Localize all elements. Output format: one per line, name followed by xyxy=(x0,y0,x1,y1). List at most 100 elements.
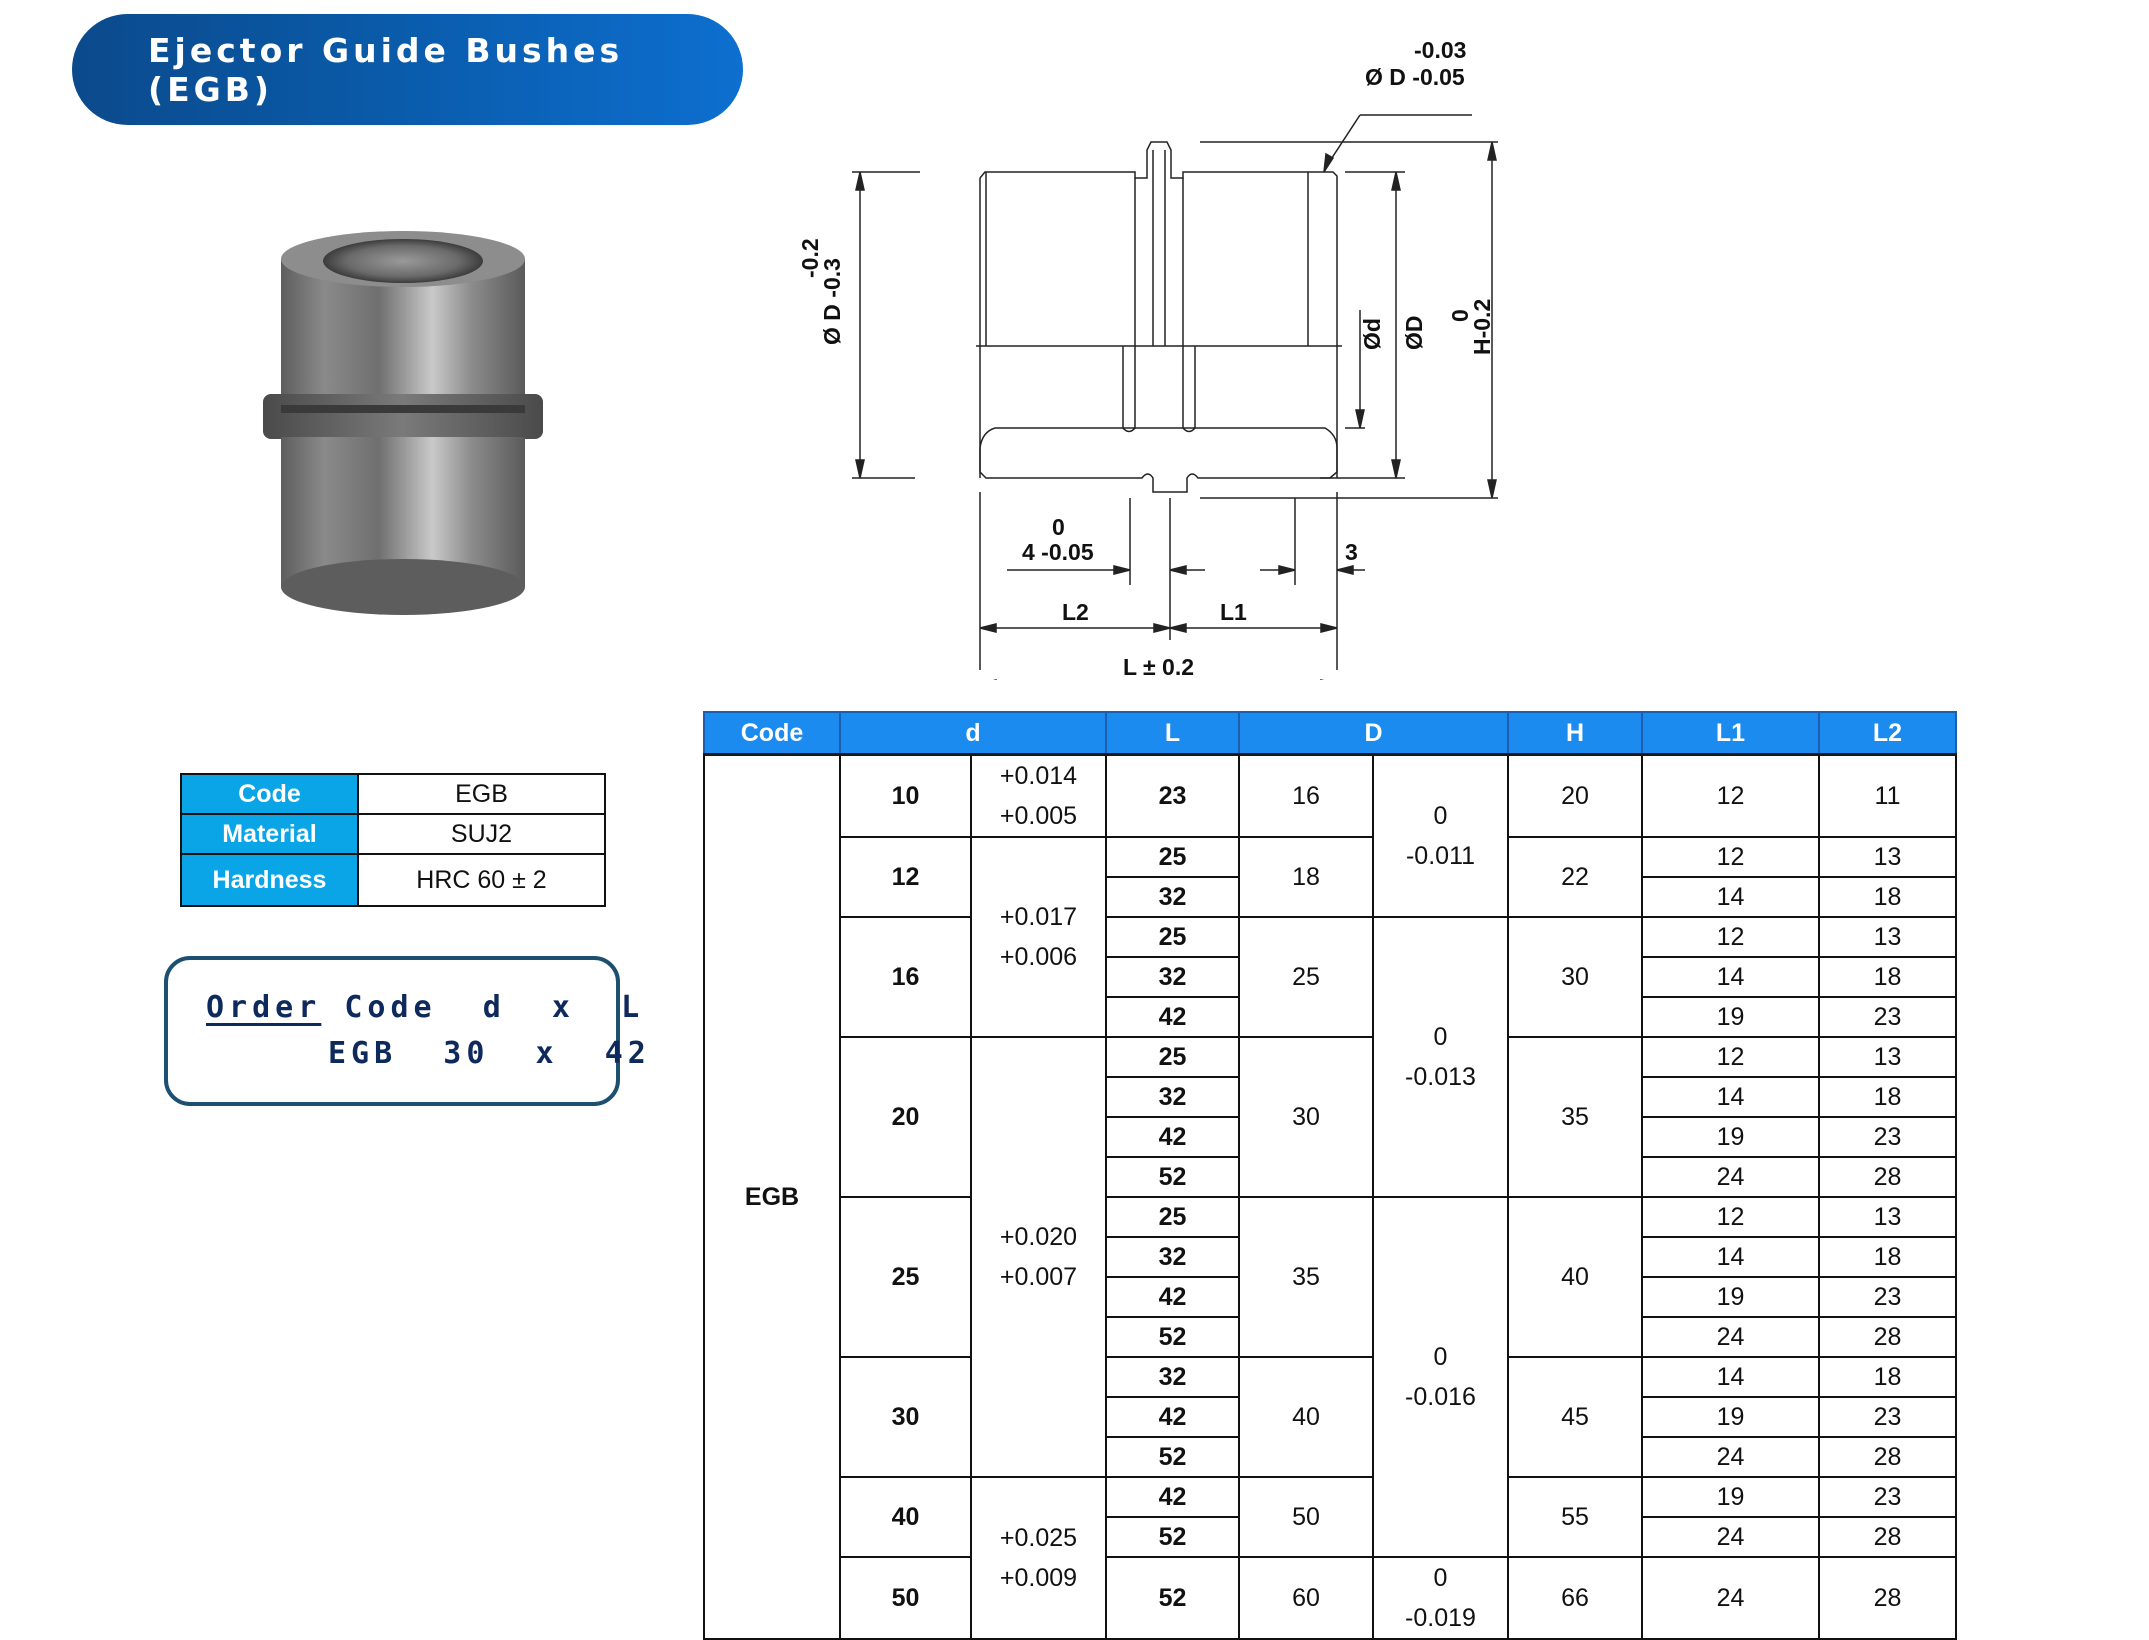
table-row: 12 +0.017+0.006 25 18 22 12 13 xyxy=(704,836,1957,1038)
groove-width-label: 4 -0.05 xyxy=(1022,539,1094,565)
table-row: 32 14 18 xyxy=(704,1236,1957,1278)
h-cell: 22 xyxy=(1507,836,1643,918)
header-d: d xyxy=(839,711,1107,756)
l2-cell: 23 xyxy=(1818,996,1957,1038)
spec-row-material: Material SUJ2 xyxy=(180,813,606,855)
l1-cell: 19 xyxy=(1641,1116,1820,1158)
l1-cell: 12 xyxy=(1641,1196,1820,1238)
D-cell: 35 xyxy=(1238,1196,1374,1358)
d-tol-cell: +0.020+0.007 xyxy=(970,1036,1107,1478)
d-tol-cell: +0.014+0.005 xyxy=(970,753,1107,838)
l-cell: 25 xyxy=(1105,836,1240,878)
l2-cell: 18 xyxy=(1818,956,1957,998)
table-row: 25 25 35 0-0.016 40 12 13 xyxy=(704,1196,1957,1558)
table-row: 32 14 18 xyxy=(704,876,1957,918)
table-row: 52 24 28 xyxy=(704,1316,1957,1358)
l2-cell: 28 xyxy=(1818,1156,1957,1198)
chamfer-label: 3 xyxy=(1345,539,1358,565)
spec-table: Code EGB Material SUJ2 Hardness HRC 60 ±… xyxy=(180,773,606,907)
D-cell: 18 xyxy=(1238,836,1374,918)
d-cell: 25 xyxy=(839,1196,972,1358)
l1-cell: 19 xyxy=(1641,1276,1820,1318)
h-label: H-0.2 xyxy=(1469,299,1495,355)
l-cell: 32 xyxy=(1105,876,1240,918)
spec-value: EGB xyxy=(357,773,606,815)
l2-cell: 28 xyxy=(1818,1316,1957,1358)
l-cell: 23 xyxy=(1105,753,1240,838)
od-left-label: Ø D -0.3 xyxy=(819,258,845,345)
d-cell: 30 xyxy=(839,1356,972,1478)
page-title: Ejector Guide Bushes (EGB) xyxy=(148,30,624,109)
spec-label: Code xyxy=(180,773,359,815)
l1-cell: 24 xyxy=(1641,1316,1820,1358)
l2-cell: 18 xyxy=(1818,1356,1957,1398)
order-code-box: Order Code d x L EGB 30 x 42 xyxy=(164,956,646,1106)
l-cell: 52 xyxy=(1105,1556,1240,1640)
d-cell: 16 xyxy=(839,916,972,1038)
order-prefix: Order xyxy=(206,990,322,1025)
l2-cell: 13 xyxy=(1818,1036,1957,1078)
table-row: 20 +0.020+0.007 25 30 35 12 13 xyxy=(704,1036,1957,1478)
h-cell: 35 xyxy=(1507,1036,1643,1198)
table-row: EGB 10 +0.014+0.005 23 16 0-0.011 20 12 … xyxy=(703,753,1957,1640)
l2-cell: 23 xyxy=(1818,1396,1957,1438)
l2-cell: 11 xyxy=(1818,753,1957,838)
l-cell: 32 xyxy=(1105,956,1240,998)
l2-cell: 18 xyxy=(1818,1236,1957,1278)
order-format: Code d x L xyxy=(321,990,645,1025)
spec-row-code: Code EGB xyxy=(180,773,606,815)
l2-cell: 18 xyxy=(1818,876,1957,918)
h-cell: 30 xyxy=(1507,916,1643,1038)
l2-cell: 13 xyxy=(1818,836,1957,878)
D-cell: 16 xyxy=(1238,753,1374,838)
l1-cell: 14 xyxy=(1641,956,1820,998)
table-header-row: Code d L D H L1 L2 xyxy=(703,711,1957,756)
l2-cell: 23 xyxy=(1818,1116,1957,1158)
header-l2: L2 xyxy=(1818,711,1957,756)
l-cell: 32 xyxy=(1105,1076,1240,1118)
D-tol-cell: 0-0.013 xyxy=(1372,916,1509,1198)
od-left-tol-upper: -0.2 xyxy=(800,238,823,278)
table-row: 42 19 23 xyxy=(704,1276,1957,1318)
h-cell: 40 xyxy=(1507,1196,1643,1358)
spec-label: Material xyxy=(180,813,359,855)
D-tol-cell: 0-0.016 xyxy=(1372,1196,1509,1558)
D-cell: 60 xyxy=(1238,1556,1374,1640)
table-row: 40 +0.025+0.009 42 50 55 19 23 xyxy=(704,1476,1957,1640)
l-cell: 25 xyxy=(1105,1196,1240,1238)
order-code-example: EGB 30 x 42 xyxy=(328,1036,651,1071)
D-tol-cell: 0-0.011 xyxy=(1372,753,1509,918)
d-cell: 20 xyxy=(839,1036,972,1198)
D-cell: 50 xyxy=(1238,1476,1374,1558)
h-cell: 55 xyxy=(1507,1476,1643,1558)
h-cell: 45 xyxy=(1507,1356,1643,1478)
D-cell: 40 xyxy=(1238,1356,1374,1478)
l1-cell: 14 xyxy=(1641,876,1820,918)
inner-diameter-label: Ød xyxy=(1359,318,1385,350)
l1-cell: 12 xyxy=(1641,916,1820,958)
bushing-photo-icon xyxy=(263,229,543,619)
l2-cell: 28 xyxy=(1818,1516,1957,1558)
table-row: 52 24 28 xyxy=(704,1516,1957,1558)
l1-label: L1 xyxy=(1220,599,1247,625)
l2-cell: 13 xyxy=(1818,916,1957,958)
table-row: 42 19 23 xyxy=(704,1396,1957,1438)
h-cell: 20 xyxy=(1507,753,1643,838)
l1-cell: 19 xyxy=(1641,996,1820,1038)
l-cell: 52 xyxy=(1105,1316,1240,1358)
l1-cell: 19 xyxy=(1641,1396,1820,1438)
code-cell: EGB xyxy=(703,753,841,1640)
D-cell: 25 xyxy=(1238,916,1374,1038)
groove-upper-label: 0 xyxy=(1052,514,1065,540)
h-cell: 66 xyxy=(1507,1556,1643,1640)
page-title-banner: Ejector Guide Bushes (EGB) xyxy=(72,14,743,125)
l2-cell: 13 xyxy=(1818,1196,1957,1238)
order-code-header: Order Code d x L xyxy=(206,990,644,1025)
d-cell: 12 xyxy=(839,836,972,918)
l-cell: 42 xyxy=(1105,996,1240,1038)
header-D: D xyxy=(1238,711,1509,756)
l2-cell: 18 xyxy=(1818,1076,1957,1118)
table-row: 52 24 28 xyxy=(704,1436,1957,1478)
l1-cell: 24 xyxy=(1641,1156,1820,1198)
l2-cell: 28 xyxy=(1818,1556,1957,1640)
